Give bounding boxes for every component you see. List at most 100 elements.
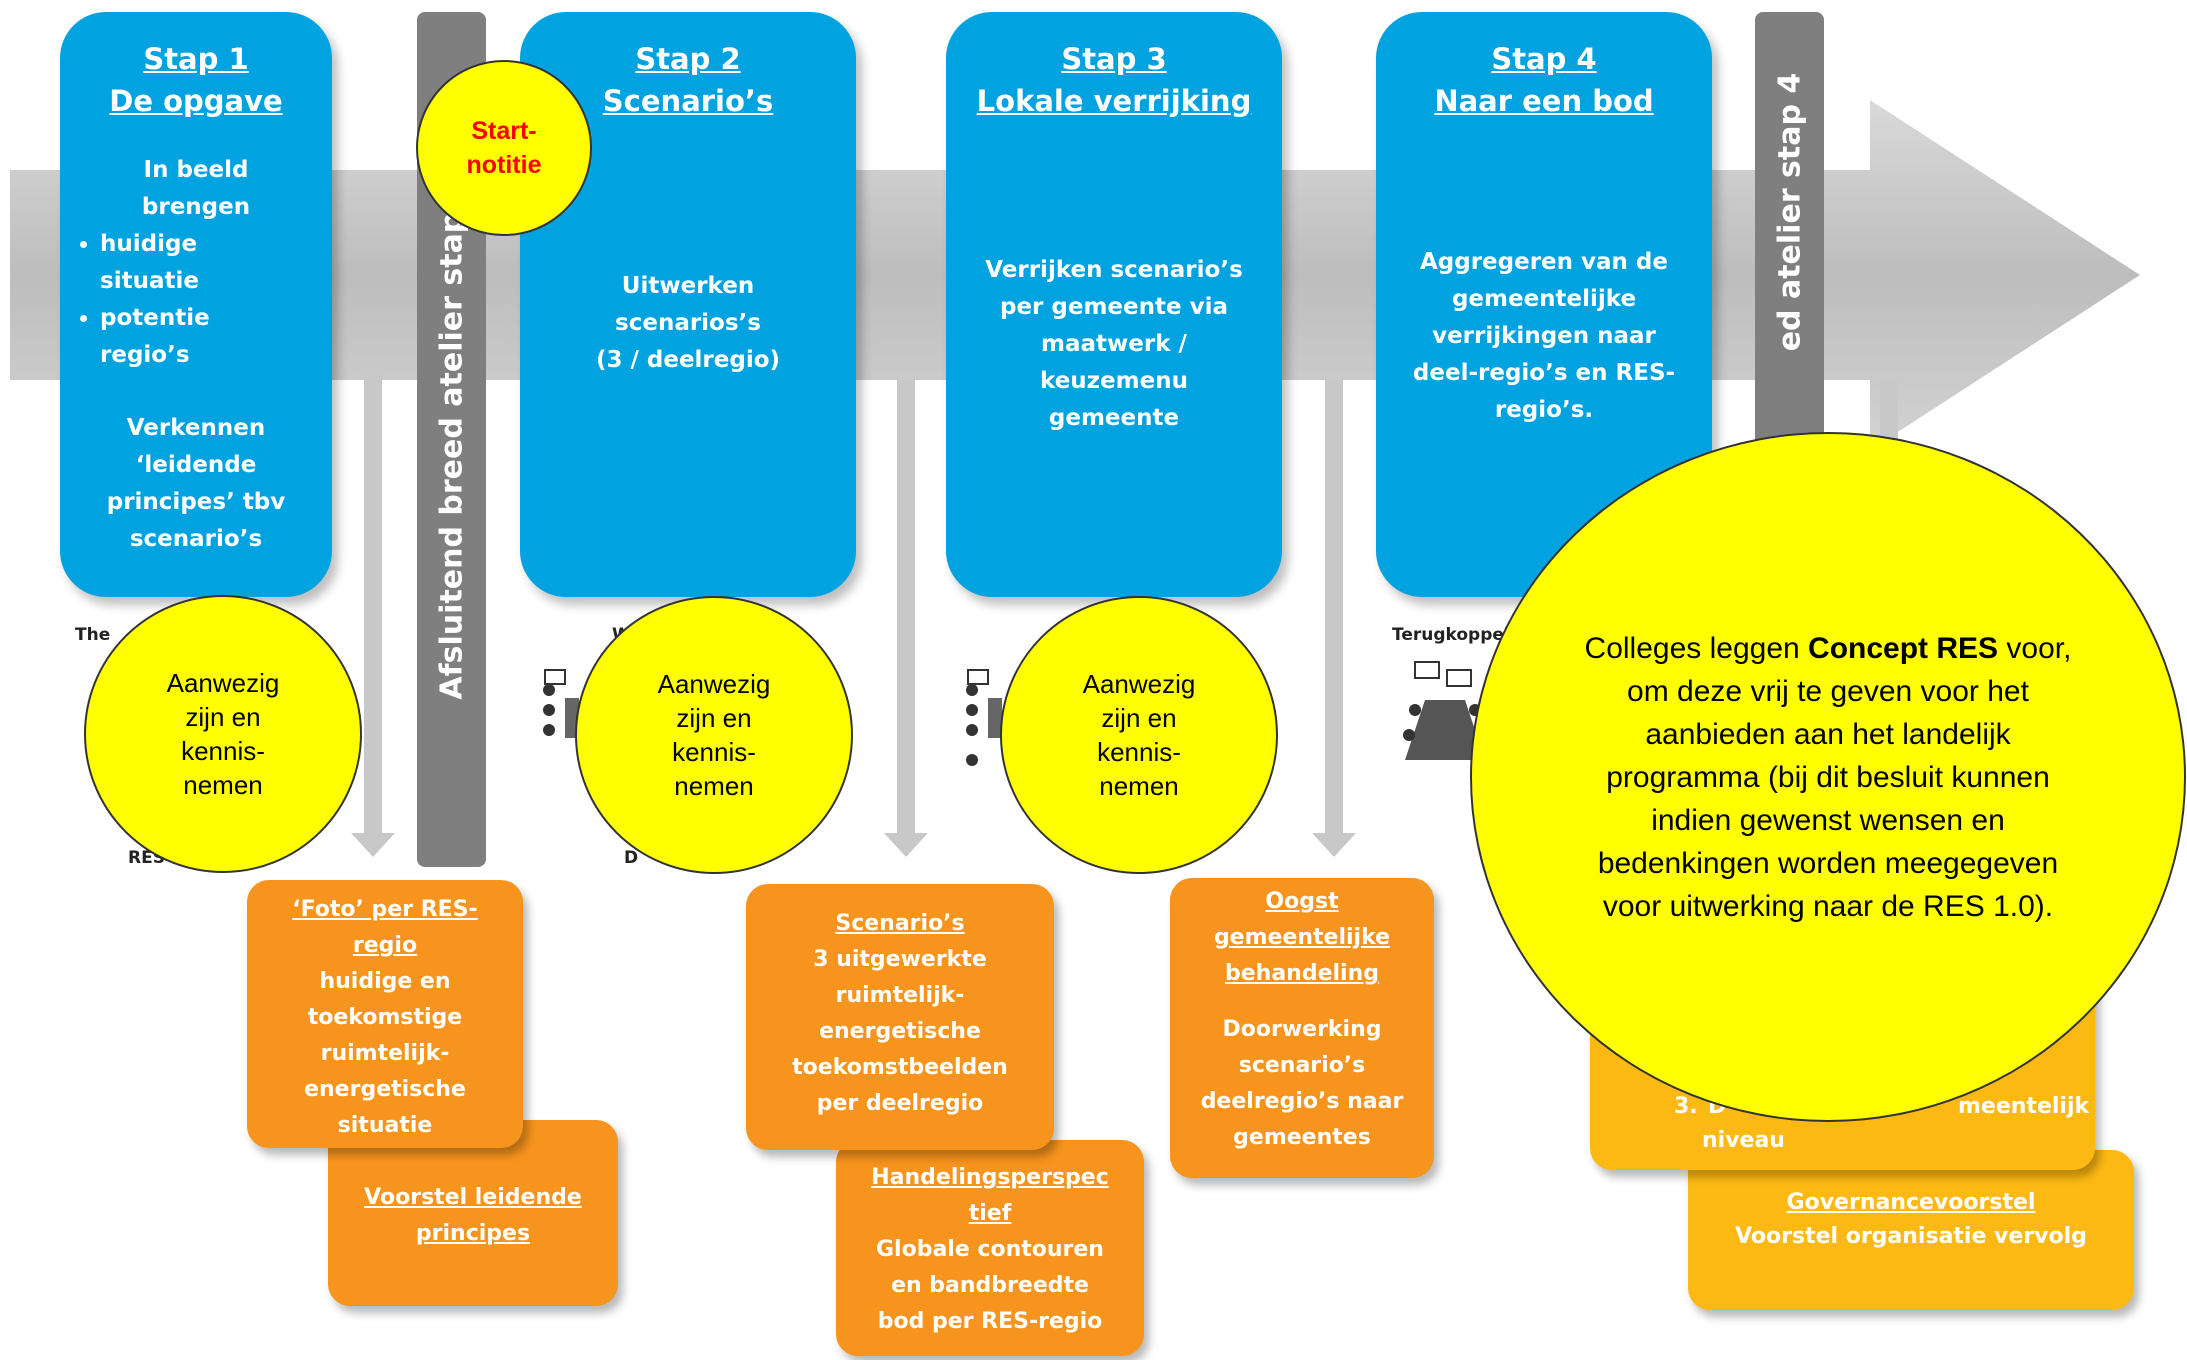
step-number: Stap 4	[1491, 42, 1597, 76]
deliverable-title: tief	[968, 1201, 1012, 1226]
attendance-circle-2: Aanwezig zijn en kennis- nemen	[575, 596, 853, 874]
step-body: Aggregeren van de gemeentelijke verrijki…	[1376, 244, 1712, 429]
deliverable-title: Oogst	[1265, 889, 1339, 914]
circle-line: zijn en	[1101, 703, 1177, 733]
deliverable-line: bod per RES-regio	[877, 1309, 1103, 1334]
meeting-people-icon	[966, 669, 1002, 766]
list-text: meentelijk	[1958, 1094, 2090, 1119]
step-title: Stap 3 Lokale verrijking	[946, 12, 1282, 122]
deliverable-line: Doorwerking	[1222, 1017, 1382, 1042]
step-subtitle: Naar een bod	[1434, 84, 1654, 118]
circle-line: zijn en	[676, 703, 752, 733]
body-line: scenarios’s	[615, 310, 761, 336]
partial-label-d: D	[624, 848, 639, 868]
step-1-card: Stap 1 De opgave In beeld brengen huidig…	[60, 12, 332, 597]
circle-line: notitie	[466, 151, 542, 179]
step-body: Uitwerken scenarios’s (3 / deelregio)	[520, 268, 856, 379]
partial-label-the: The	[75, 625, 111, 645]
deliverable-line: Voorstel organisatie vervolg	[1735, 1224, 2087, 1249]
body-line: principes’ tbv	[106, 489, 286, 515]
circle-line: Aanwezig	[166, 668, 280, 698]
partial-label-terugkoppeling: Terugkoppeli	[1392, 625, 1516, 645]
bullet-list: huidige situatie potentie regio’s	[60, 226, 332, 374]
deliverable-line: Globale contouren	[876, 1237, 1104, 1262]
circle-line: zijn en	[185, 702, 261, 732]
deliverable-title: Handelingsperspec	[871, 1165, 1109, 1190]
deliverable-line: toekomstbeelden	[792, 1055, 1008, 1080]
step-subtitle: Lokale verrijking	[976, 84, 1252, 118]
deliverable-line: ruimtelijk-	[320, 1041, 450, 1066]
body-line: In beeld	[143, 157, 249, 183]
deliverable-line: 3 uitgewerkte	[813, 947, 987, 972]
circle-text: voor, om deze vrij te geven voor het aan…	[1597, 631, 2072, 923]
deliverable-title: regio	[352, 933, 418, 958]
deliverable-title: ‘Foto’ per RES-	[292, 897, 478, 922]
bar-label: ed atelier stap 4	[1772, 72, 1807, 352]
bullet-item: potentie regio’s	[100, 300, 332, 374]
deliverable-voorstel-leidende-principes: Voorstel leidende principes	[328, 1120, 618, 1306]
body-line: Uitwerken	[621, 273, 755, 299]
meeting-people-icon	[543, 669, 579, 738]
circle-line: Aanwezig	[1082, 669, 1196, 699]
step-title: Stap 2 Scenario’s	[520, 12, 856, 122]
step-3-card: Stap 3 Lokale verrijking Verrijken scena…	[946, 12, 1282, 597]
body-line: scenario’s	[129, 526, 263, 552]
deliverable-line: energetische	[819, 1019, 981, 1044]
circle-line: kennis-	[181, 736, 265, 766]
deliverable-line: toekomstige	[307, 1005, 463, 1030]
list-text: niveau	[1702, 1128, 1785, 1153]
step-number: Stap 3	[1061, 42, 1167, 76]
deliverable-handelingsperspectief: Handelingsperspec tief Globale contouren…	[836, 1140, 1144, 1356]
body-line: Verrijken scenario’s	[985, 257, 1243, 283]
body-line: Aggregeren van de	[1419, 249, 1668, 275]
deliverable-line: huidige en	[319, 969, 451, 994]
circle-line: kennis-	[672, 737, 756, 767]
circle-line: nemen	[1099, 771, 1179, 801]
circle-line: kennis-	[1097, 737, 1181, 767]
step-body: In beeld brengen huidige situatie potent…	[60, 152, 332, 558]
circle-line: nemen	[183, 770, 263, 800]
deliverable-title: Voorstel leidende	[364, 1185, 582, 1210]
deliverable-line: ruimtelijk-	[835, 983, 965, 1008]
deliverable-line: situatie	[337, 1113, 433, 1138]
deliverable-governancevoorstel: Governancevoorstel Voorstel organisatie …	[1688, 1150, 2134, 1310]
step-title: Stap 4 Naar een bod	[1376, 12, 1712, 122]
body-line: per gemeente via	[999, 294, 1228, 320]
circle-line: nemen	[674, 771, 754, 801]
deliverable-line: gemeentes	[1233, 1125, 1371, 1150]
deliverable-line: per deelregio	[816, 1091, 984, 1116]
drop-arrow-3	[1312, 380, 1356, 857]
bar-label: Afsluitend breed atelier stap 1	[434, 179, 469, 700]
bar-atelier-stap-4: ed atelier stap 4	[1755, 12, 1824, 472]
body-line: verrijkingen naar	[1432, 323, 1656, 349]
step-body: Verrijken scenario’s per gemeente via ma…	[946, 252, 1282, 437]
body-line: gemeente	[1048, 405, 1180, 431]
deliverable-title: Scenario’s	[835, 911, 965, 936]
body-line: Verkennen	[126, 415, 266, 441]
deliverable-title: principes	[415, 1221, 531, 1246]
deliverable-scenarios: Scenario’s 3 uitgewerkte ruimtelijk- ene…	[746, 884, 1054, 1150]
attendance-circle-1: Aanwezig zijn en kennis- nemen	[84, 595, 362, 873]
circle-line: Aanwezig	[657, 669, 771, 699]
body-line: (3 / deelregio)	[595, 347, 781, 373]
step-subtitle: De opgave	[109, 84, 283, 118]
drop-arrow-2	[884, 380, 928, 857]
deliverable-line: scenario’s	[1238, 1053, 1366, 1078]
deliverable-title: behandeling	[1225, 961, 1379, 986]
bullet-item: huidige situatie	[100, 226, 332, 300]
deliverable-line: en bandbreedte	[891, 1273, 1089, 1298]
list-number: 3.	[1674, 1094, 1698, 1119]
body-line: ‘leidende	[135, 452, 257, 478]
body-line: regio’s.	[1494, 397, 1594, 423]
concept-res-text: Colleges leggen Concept RES voor, om dez…	[1580, 627, 2076, 928]
deliverable-oogst: Oogst gemeentelijke behandeling Doorwerk…	[1170, 878, 1434, 1178]
deliverable-line: energetische	[304, 1077, 466, 1102]
body-line: gemeentelijke	[1451, 286, 1637, 312]
circle-bold-text: Concept RES	[1808, 631, 1999, 665]
body-line: deel-regio’s en RES-	[1412, 360, 1676, 386]
body-line: maatwerk /	[1041, 331, 1187, 357]
attendance-circle-3: Aanwezig zijn en kennis- nemen	[1000, 596, 1278, 874]
body-line: brengen	[141, 194, 251, 220]
circle-text: Colleges leggen	[1584, 631, 1809, 665]
deliverable-foto: ‘Foto’ per RES- regio huidige en toekoms…	[247, 880, 523, 1148]
